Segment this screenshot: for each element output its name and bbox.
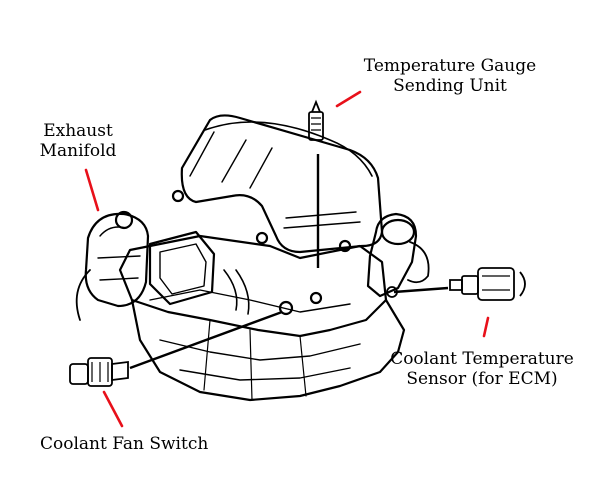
coolant-fan-switch [69,357,129,387]
label-line: Coolant Temperature [390,349,574,369]
leader-coolant-fan-switch [102,390,124,428]
cylinder-head [118,234,388,338]
label-coolant-fan-switch: Coolant Fan Switch [40,434,208,454]
thermostat-housing [366,212,418,298]
leader-coolant-temp-sensor [482,316,490,338]
label-coolant-temperature-sensor: Coolant Temperature Sensor (for ECM) [372,349,592,389]
label-line: Manifold [39,141,117,161]
leader-temp-gauge [335,90,362,108]
temp-gauge-sender [308,99,324,141]
label-line: Sending Unit [393,76,507,96]
label-line: Sensor (for ECM) [406,369,558,389]
engine-block [130,298,406,402]
exhaust-manifold [84,212,150,308]
label-line: Exhaust [43,121,113,141]
label-line: Temperature Gauge [363,56,537,76]
label-line: Coolant Fan Switch [40,434,209,454]
coolant-temp-sensor [449,267,526,301]
label-temperature-gauge-sending-unit: Temperature Gauge Sending Unit [340,56,560,96]
leader-exhaust-manifold [84,168,100,212]
valve-cover [180,114,384,254]
label-exhaust-manifold: Exhaust Manifold [18,121,138,161]
